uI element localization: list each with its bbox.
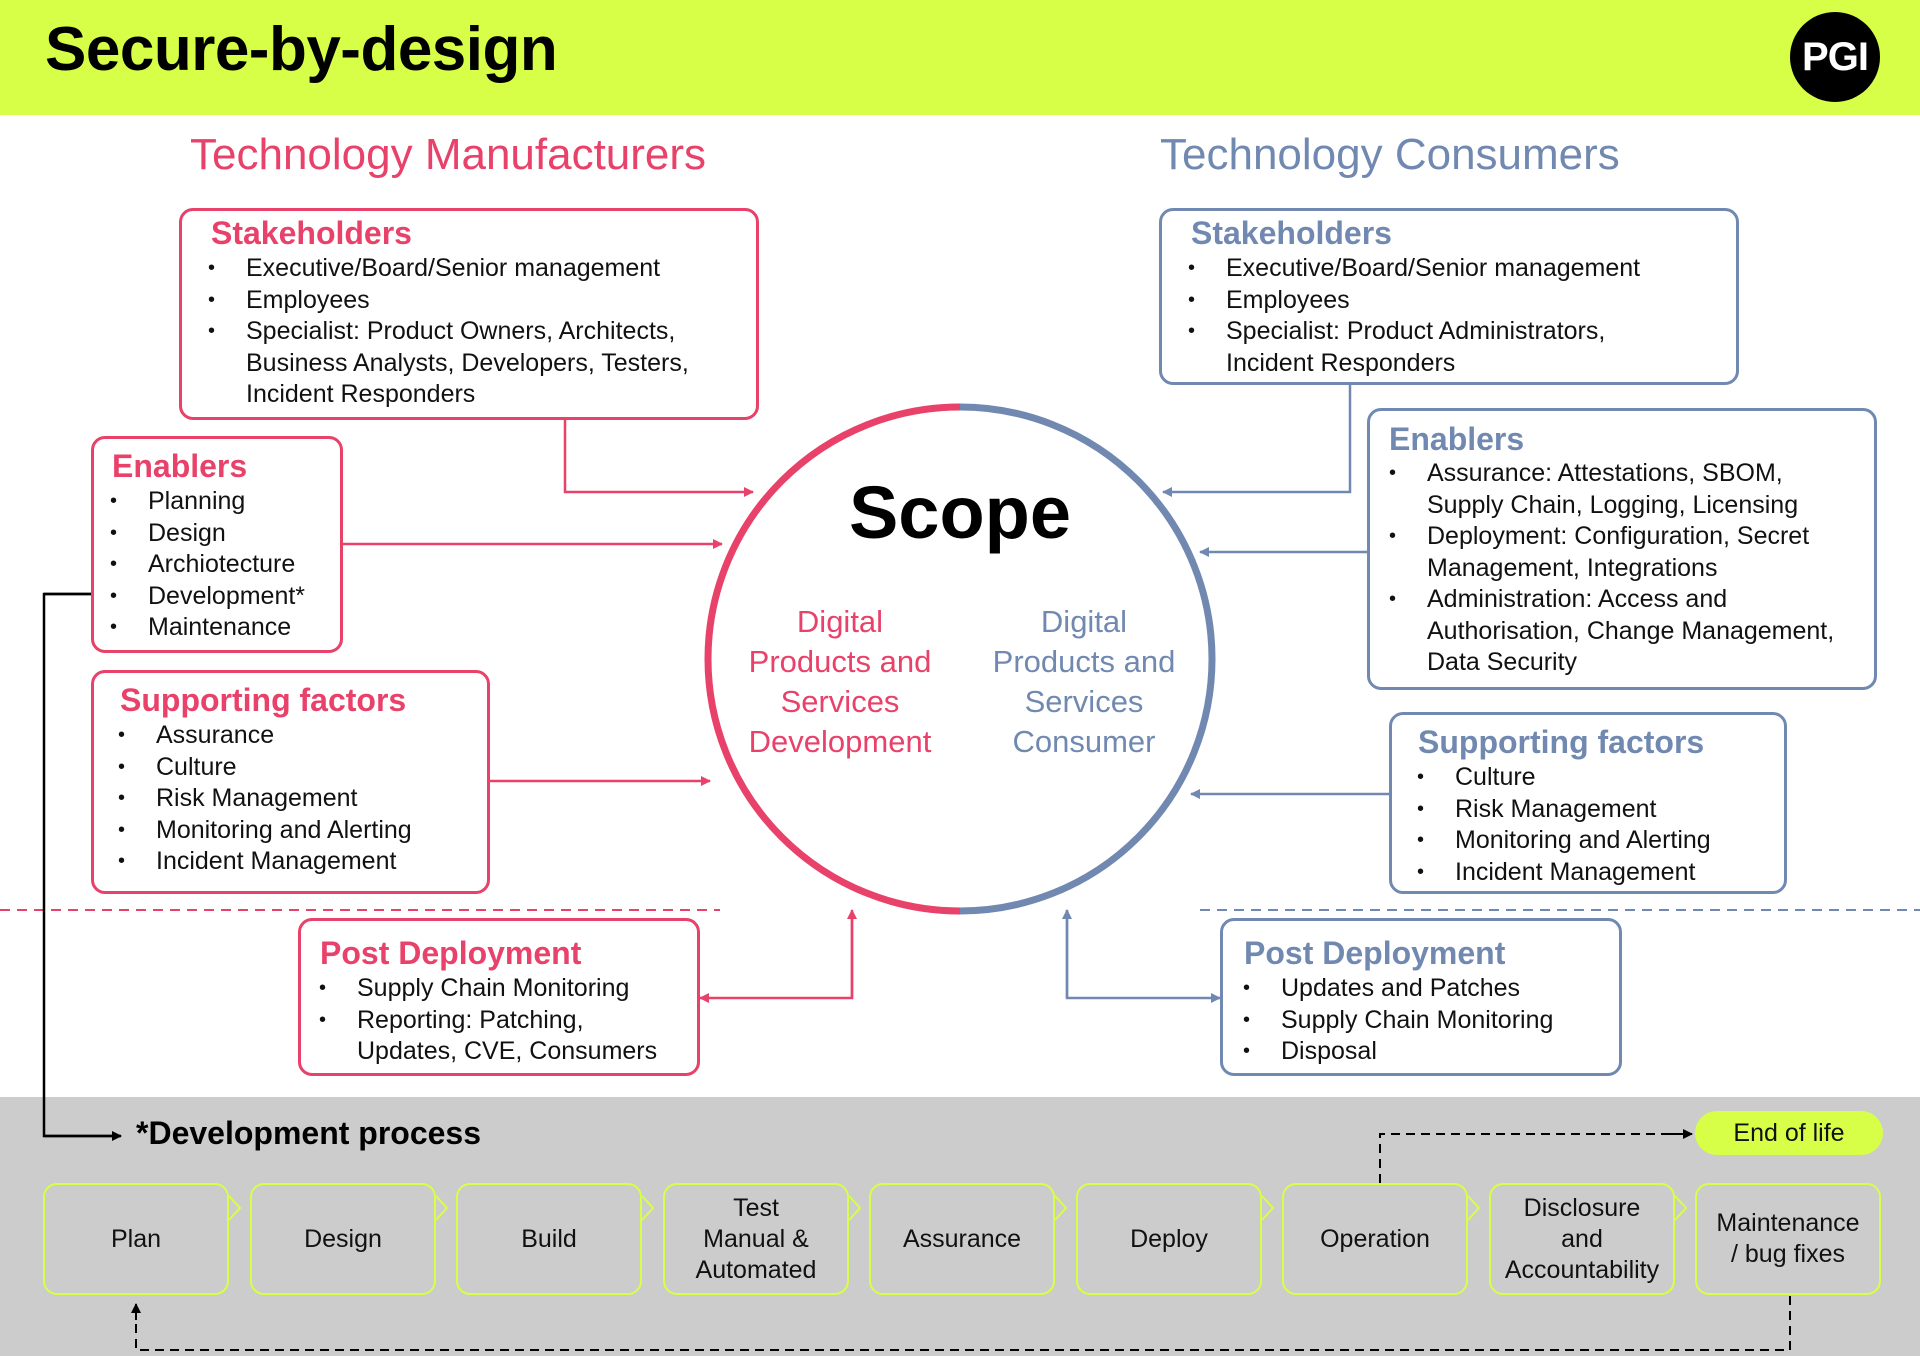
box-title: Supporting factors: [1418, 724, 1705, 760]
list-item: Employees: [208, 285, 689, 317]
list-item: Disposal: [1243, 1036, 1553, 1068]
box-title: Stakeholders: [211, 215, 412, 251]
list-item: Deployment: Configuration, Secret Manage…: [1389, 521, 1834, 584]
page-title: Secure-by-design: [45, 15, 558, 84]
list-item: Development*: [110, 581, 305, 613]
manufacturer-stakeholders-list: Executive/Board/Senior management Employ…: [208, 253, 689, 411]
scope-circle-left-arc: [704, 403, 961, 915]
consumer-supporting-list: Culture Risk Management Monitoring and A…: [1417, 762, 1711, 888]
scope-development-label: Digital Products and Services Developmen…: [748, 604, 932, 759]
manufacturer-supporting-box: Supporting factors Assurance Culture Ris…: [91, 670, 490, 894]
maintenance-loop-line: [135, 1296, 1791, 1351]
list-item: Risk Management: [1417, 794, 1711, 826]
process-step-operation: Operation: [1282, 1183, 1468, 1295]
list-item: Administration: Access and Authorisation…: [1389, 584, 1834, 679]
arrow-stakeholders-to-scope: [563, 420, 754, 497]
manufacturer-enablers-list: Planning Design Archiotecture Developmen…: [110, 486, 305, 644]
box-title: Enablers: [1389, 421, 1525, 457]
process-step-assurance: Assurance: [869, 1183, 1055, 1295]
process-step-plan: Plan: [43, 1183, 229, 1295]
list-item: Incident Management: [1417, 857, 1711, 889]
list-item: Design: [110, 518, 305, 550]
list-item: Updates and Patches: [1243, 973, 1553, 1005]
process-step-design: Design: [250, 1183, 436, 1295]
list-item: Risk Management: [118, 783, 412, 815]
box-title: Stakeholders: [1191, 215, 1392, 251]
list-item: Employees: [1188, 285, 1640, 317]
arrow-scope-to-post: [699, 912, 854, 1003]
list-item: Executive/Board/Senior management: [208, 253, 689, 285]
operation-to-end-of-life-line: [1379, 1133, 1690, 1183]
process-step-disclosure: Disclosure and Accountability: [1489, 1183, 1675, 1295]
arrow-scope-to-consumer-post: [1065, 910, 1221, 1003]
manufacturer-post-deployment-box: Post Deployment Supply Chain Monitoring …: [298, 918, 700, 1076]
box-title: Post Deployment: [320, 935, 582, 971]
process-step-deploy: Deploy: [1076, 1183, 1262, 1295]
arrow-consumer-stakeholders-to-scope: [1162, 385, 1352, 497]
consumer-enablers-list: Assurance: Attestations, SBOM, Supply Ch…: [1389, 458, 1834, 679]
list-item: Reporting: Patching, Updates, CVE, Consu…: [319, 1005, 657, 1068]
list-item: Assurance: [118, 720, 412, 752]
list-item: Monitoring and Alerting: [1417, 825, 1711, 857]
process-step-maintenance: Maintenance / bug fixes: [1695, 1183, 1881, 1295]
list-item: Supply Chain Monitoring: [1243, 1005, 1553, 1037]
consumers-title: Technology Consumers: [1160, 130, 1620, 179]
list-item: Monitoring and Alerting: [118, 815, 412, 847]
manufacturer-stakeholders-box: Stakeholders Executive/Board/Senior mana…: [179, 208, 759, 420]
list-item: Incident Management: [118, 846, 412, 878]
header-bar: Secure-by-design PGI: [0, 0, 1920, 115]
consumer-post-deployment-box: Post Deployment Updates and Patches Supp…: [1220, 918, 1622, 1076]
consumer-stakeholders-list: Executive/Board/Senior management Employ…: [1188, 253, 1640, 379]
list-item: Archiotecture: [110, 549, 305, 581]
consumer-enablers-box: Enablers Assurance: Attestations, SBOM, …: [1367, 408, 1877, 690]
manufacturers-title: Technology Manufacturers: [190, 130, 707, 179]
list-item: Supply Chain Monitoring: [319, 973, 657, 1005]
list-item: Culture: [1417, 762, 1711, 794]
list-item: Culture: [118, 752, 412, 784]
box-title: Post Deployment: [1244, 935, 1506, 971]
dev-process-title: *Development process: [136, 1115, 482, 1151]
list-item: Maintenance: [110, 612, 305, 644]
consumer-supporting-box: Supporting factors Culture Risk Manageme…: [1389, 712, 1787, 894]
manufacturer-post-list: Supply Chain Monitoring Reporting: Patch…: [319, 973, 657, 1068]
list-item: Assurance: Attestations, SBOM, Supply Ch…: [1389, 458, 1834, 521]
list-item: Specialist: Product Administrators, Inci…: [1188, 316, 1640, 379]
box-title: Supporting factors: [120, 682, 407, 718]
scope-consumer-label: Digital Products and Services Consumer: [992, 604, 1176, 759]
consumer-stakeholders-box: Stakeholders Executive/Board/Senior mana…: [1159, 208, 1739, 385]
list-item: Executive/Board/Senior management: [1188, 253, 1640, 285]
box-title: Enablers: [112, 448, 248, 484]
list-item: Planning: [110, 486, 305, 518]
end-of-life-badge: End of life: [1695, 1111, 1883, 1155]
consumer-post-list: Updates and Patches Supply Chain Monitor…: [1243, 973, 1553, 1068]
manufacturer-enablers-box: Enablers Planning Design Archiotecture D…: [91, 436, 343, 653]
scope-circle-right-arc: [959, 403, 1216, 915]
process-step-build: Build: [456, 1183, 642, 1295]
list-item: Specialist: Product Owners, Architects, …: [208, 316, 689, 411]
process-step-test: Test Manual & Automated: [663, 1183, 849, 1295]
pgi-logo: PGI: [1790, 12, 1880, 102]
development-process-band: [0, 1097, 1920, 1356]
scope-title: Scope: [848, 471, 1072, 554]
process-step-chevrons: [228, 1195, 1688, 1221]
manufacturer-supporting-list: Assurance Culture Risk Management Monito…: [118, 720, 412, 878]
